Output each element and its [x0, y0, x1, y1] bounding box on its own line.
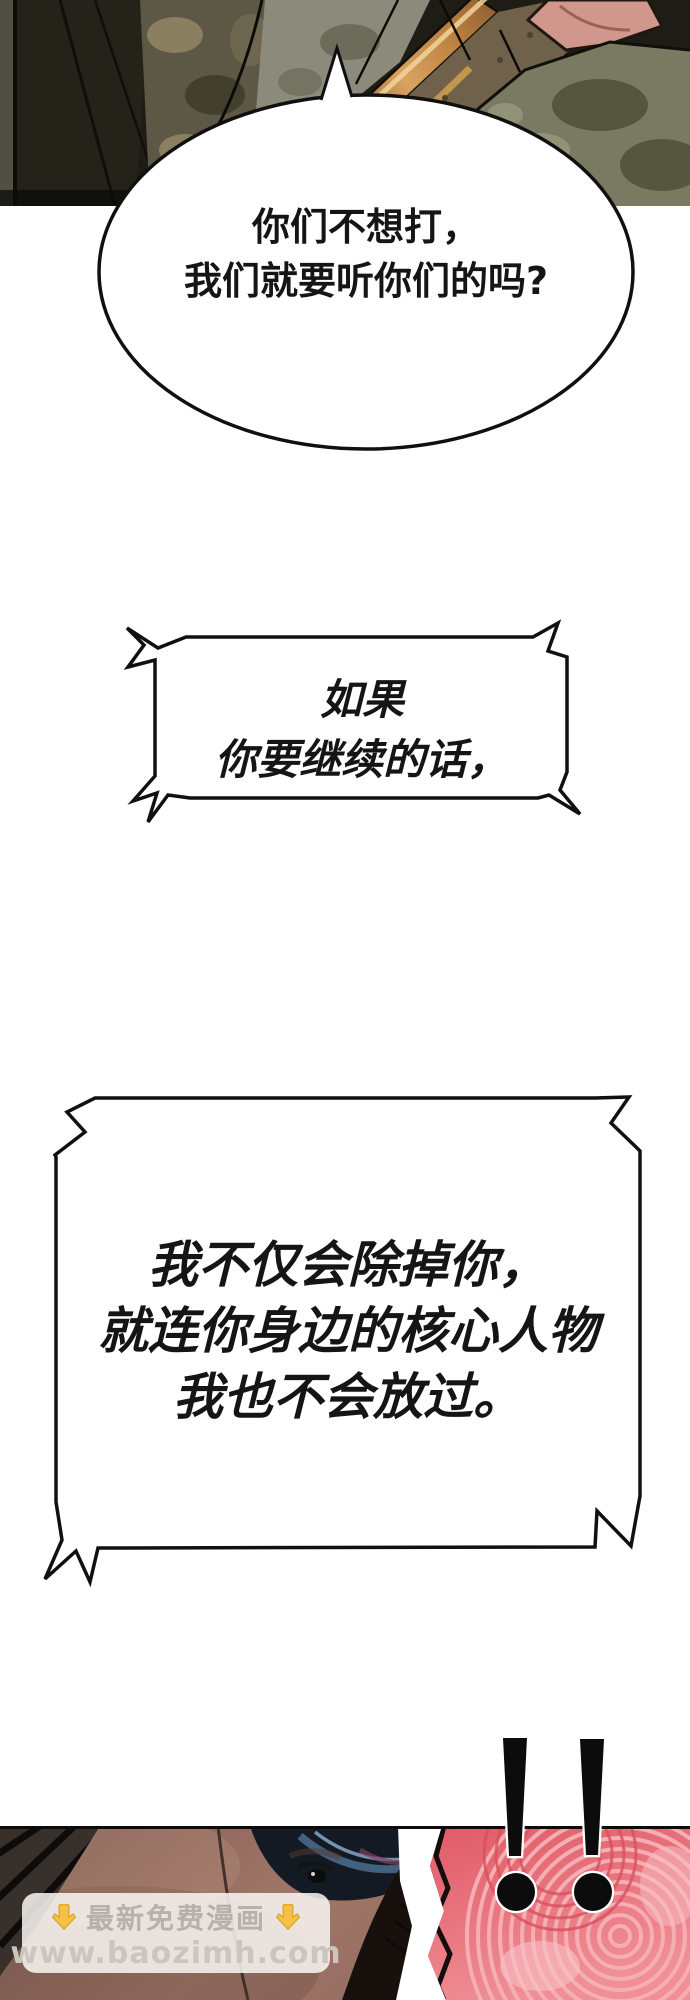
pointer-down-icon: [275, 1904, 301, 1931]
shout-box-2: [43, 1095, 642, 1588]
speech-line: 我们就要听你们的吗?: [183, 259, 549, 303]
speech-line: 你们不想打，: [251, 205, 480, 249]
watermark-pill: 最新免费漫画 www.baozimh.com: [10, 1893, 341, 1973]
speech-line: 你要继续的话，: [214, 735, 509, 784]
watermark-line-1: 最新免费漫画: [50, 1897, 302, 1937]
speech-text-box2: 我不仅会除掉你， 就连你身边的核心人物 我也不会放过。: [56, 1232, 640, 1430]
shout-box-1: [123, 619, 582, 824]
speech-bubble-ellipse: [97, 42, 635, 451]
watermark-text: 最新免费漫画: [85, 1902, 266, 1935]
watermark-site-url: www.baozimh.com: [10, 1936, 342, 1971]
speech-bubble-tail: [319, 42, 354, 101]
speech-line: 就连你身边的核心人物: [98, 1302, 598, 1360]
speech-line: 如果: [319, 675, 404, 724]
pointer-down-icon: [51, 1904, 77, 1931]
speech-line: 我也不会放过。: [173, 1368, 523, 1426]
exclamation-marks: [494, 1735, 615, 1914]
speech-text-ellipse: 你们不想打， 我们就要听你们的吗?: [66, 200, 666, 308]
speech-text-box1: 如果 你要继续的话，: [157, 670, 567, 790]
speech-line: 我不仅会除掉你，: [148, 1236, 548, 1294]
